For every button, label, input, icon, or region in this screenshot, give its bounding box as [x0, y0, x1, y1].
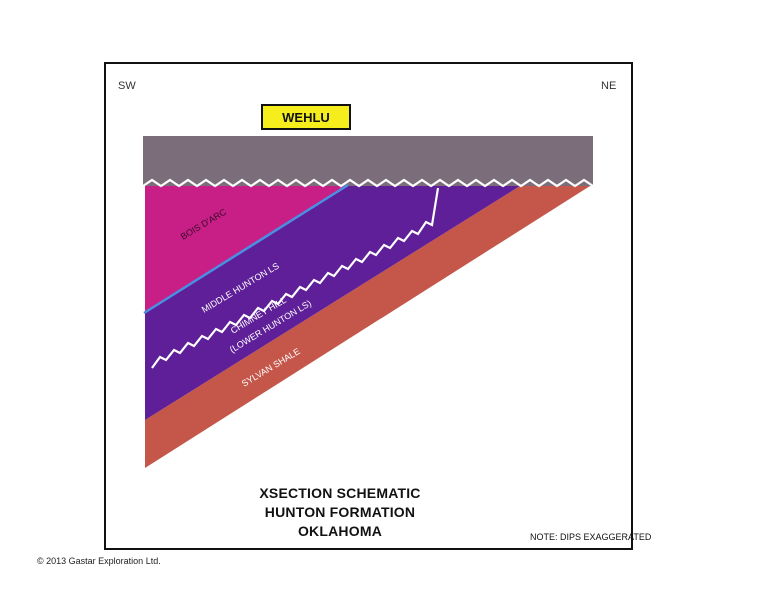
sylvan-shale-layer: [145, 186, 590, 468]
copyright-text: © 2013 Gastar Exploration Ltd.: [37, 556, 161, 566]
compass-sw-label: SW: [118, 80, 136, 92]
well-label-box: WEHLU: [261, 104, 351, 130]
dips-note: NOTE: DIPS EXAGGERATED: [530, 532, 652, 542]
unconformity-line: [142, 178, 594, 188]
title-line-3: OKLAHOMA: [297, 523, 383, 539]
compass-ne-label: NE: [601, 80, 617, 92]
title-line-1: XSECTION SCHEMATIC: [259, 485, 421, 501]
bois-darc-contact-line: [143, 183, 349, 315]
diagram-title: XSECTION SCHEMATIC HUNTON FORMATION OKLA…: [230, 484, 450, 541]
hunton-purple-layer: [145, 186, 520, 420]
chimney-hill-contact-line: [151, 187, 440, 369]
title-line-2: HUNTON FORMATION: [264, 504, 416, 520]
overburden-layer: [143, 136, 593, 186]
